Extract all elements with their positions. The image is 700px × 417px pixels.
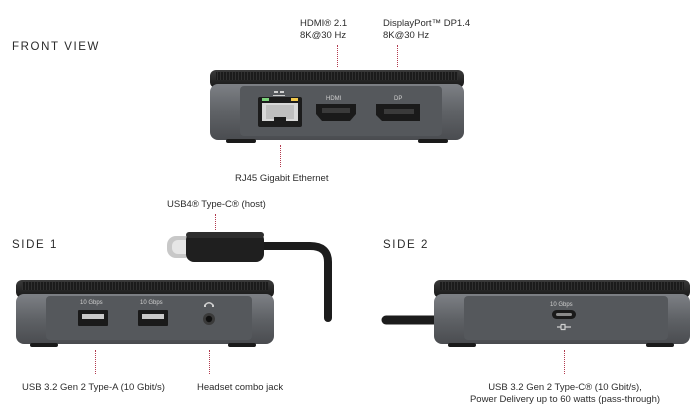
hdmi-port-label: HDMI — [326, 96, 342, 102]
front-view-title: FRONT VIEW — [12, 41, 100, 53]
dp-port-label: DP — [394, 96, 402, 102]
usb4-leader — [215, 214, 216, 230]
dp-callout: DisplayPort™ DP1.4 8K@30 Hz — [383, 18, 470, 42]
usb-a-port-1-label: 10 Gbps — [80, 300, 103, 306]
dp-callout-line-1: DisplayPort™ DP1.4 — [383, 18, 471, 29]
hdmi-callout-line-1: HDMI® 2.1 — [300, 18, 348, 29]
usb-c-callout: USB 3.2 Gen 2 Type-C® (10 Gbit/s), Power… — [460, 382, 670, 406]
headset-jack-icon — [203, 302, 215, 325]
hdmi-leader — [337, 45, 338, 67]
rj45-leader — [280, 145, 281, 167]
usb4-callout: USB4® Type-C® (host) — [167, 199, 266, 210]
power-plug-icon — [557, 323, 571, 331]
rj45-callout: RJ45 Gigabit Ethernet — [235, 173, 329, 184]
usb-a-port-2-icon: 10 Gbps — [138, 300, 168, 326]
dp-callout-line-2: 8K@30 Hz — [383, 30, 430, 41]
hdmi-port-icon: HDMI — [316, 96, 356, 121]
displayport-port-icon: DP — [376, 96, 420, 121]
side-2-title: SIDE 2 — [383, 239, 430, 251]
network-icon — [273, 91, 285, 96]
usb-c-callout-line-1: USB 3.2 Gen 2 Type-C® (10 Gbit/s), — [488, 382, 642, 393]
dp-leader — [397, 45, 398, 67]
usb-a-callout: USB 3.2 Gen 2 Type-A (10 Gbit/s) — [22, 382, 165, 393]
usb-c-callout-line-2: Power Delivery up to 60 watts (pass-thro… — [469, 394, 661, 405]
headset-callout: Headset combo jack — [197, 382, 284, 393]
usb-c-port-icon: 10 Gbps — [550, 302, 576, 319]
side-1-title: SIDE 1 — [12, 239, 59, 251]
usb-c-port-label: 10 Gbps — [550, 302, 573, 308]
usb-c-leader — [564, 350, 565, 374]
hdmi-callout: HDMI® 2.1 8K@30 Hz — [300, 18, 347, 42]
hdmi-callout-line-2: 8K@30 Hz — [300, 30, 347, 41]
usb-a-leader — [95, 350, 96, 374]
headset-leader — [209, 350, 210, 374]
rj45-port-icon — [258, 97, 302, 127]
usb-a-port-2-label: 10 Gbps — [140, 300, 163, 306]
usb-a-port-1-icon: 10 Gbps — [78, 300, 108, 326]
